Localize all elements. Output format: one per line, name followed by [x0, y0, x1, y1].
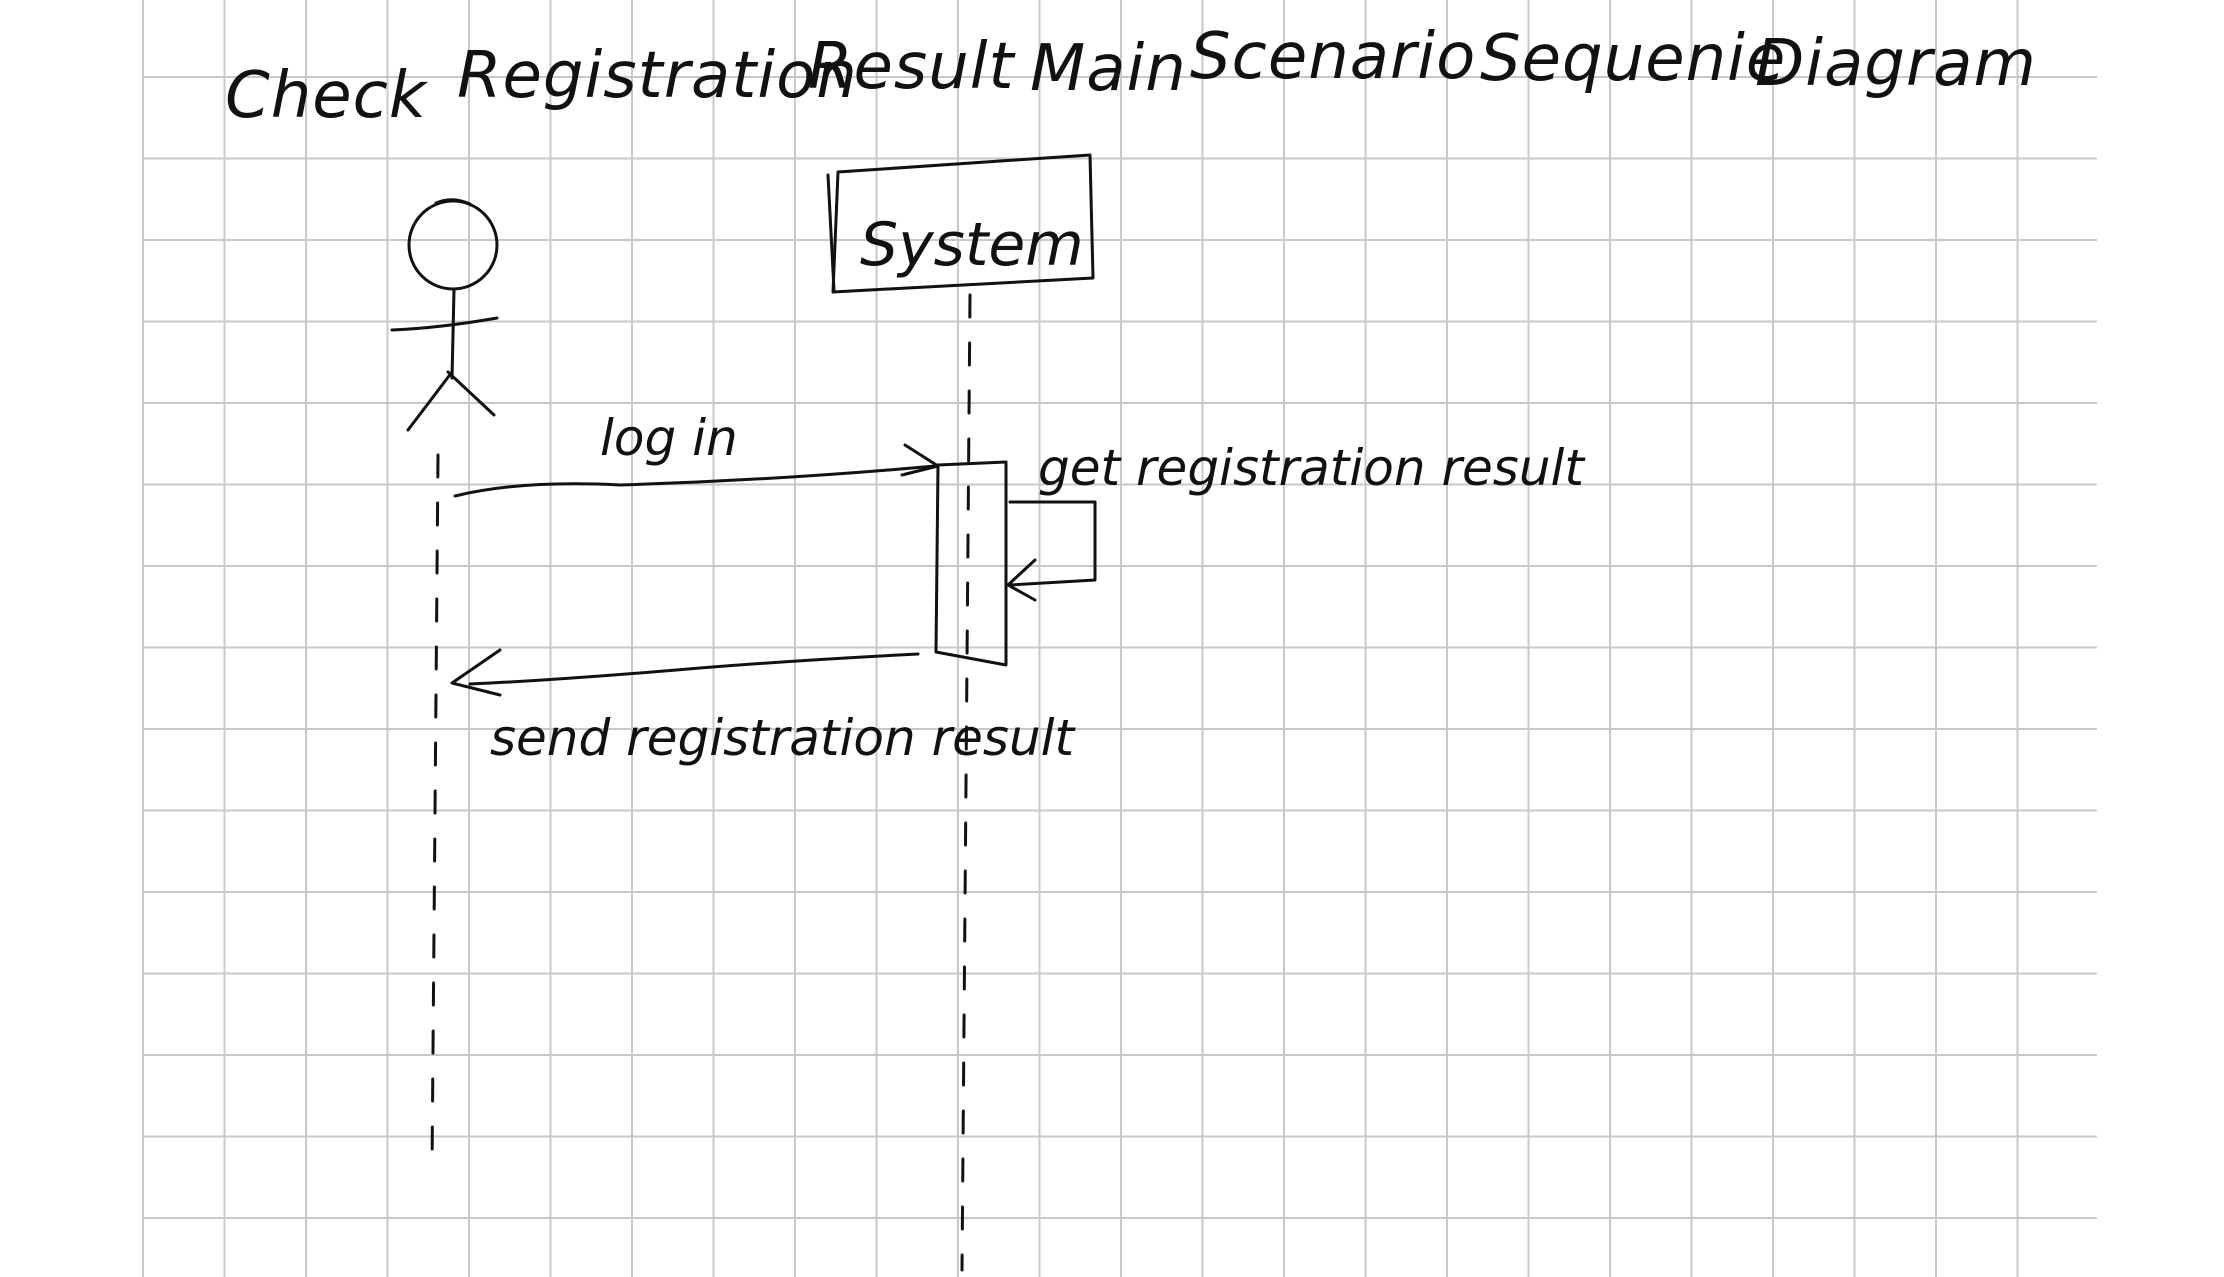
message-self-arrow: [1008, 500, 1097, 587]
actor-left-leg: [406, 370, 454, 432]
title-word-registration: Registration: [457, 39, 858, 113]
title-word-main: Main: [1030, 32, 1187, 106]
system-box: [831, 153, 1095, 294]
message-return-label: send registration result: [490, 709, 1077, 767]
title-word-scenario: Scenario: [1190, 20, 1476, 94]
actor-head-stroke: [434, 198, 472, 206]
message-self-arrowhead: [1006, 558, 1037, 602]
actor-arms: [390, 316, 499, 332]
grid-paper: [142, 0, 2097, 1277]
system-label: System: [860, 210, 1084, 280]
title-word-check: Check: [225, 59, 429, 133]
diagram-title: Check Registration Result Main Scenario …: [225, 20, 2037, 133]
title-word-result: Result: [808, 30, 1017, 104]
actor-stick-figure: [390, 198, 499, 432]
actor-body: [450, 288, 456, 380]
actor-head: [407, 199, 499, 291]
message-return-arrow: [468, 652, 920, 686]
system-box-edge: [826, 173, 836, 292]
system-activation-bar: [934, 460, 1008, 667]
message-return-arrowhead: [450, 648, 502, 697]
actor-lifeline: [430, 453, 440, 1172]
message-login-arrowhead: [900, 443, 940, 477]
title-word-sequenie: Sequenie: [1480, 22, 1786, 96]
system-lifeline: [960, 293, 972, 1272]
message-self-label: get registration result: [1038, 439, 1586, 497]
message-login-label: log in: [600, 409, 738, 467]
message-login-arrow: [453, 464, 937, 498]
system-lifeline-head: System: [826, 153, 1095, 294]
actor-right-leg: [446, 370, 496, 417]
title-word-diagram: Diagram: [1755, 27, 2037, 101]
